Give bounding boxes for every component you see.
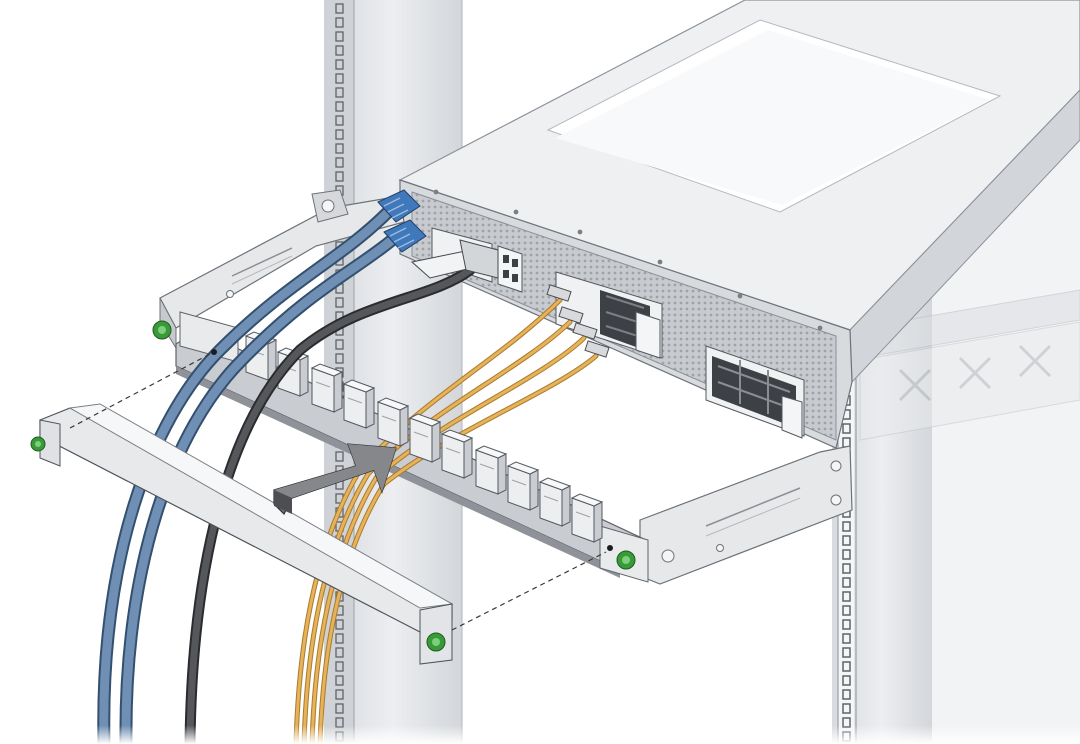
black-cable-connector	[410, 239, 499, 279]
switch-port-group-3	[705, 345, 805, 439]
rack-hole	[335, 297, 344, 308]
rack-hole	[335, 619, 344, 630]
mounting-bracket-left	[159, 189, 405, 350]
cable-clip	[506, 461, 540, 511]
rack-hole	[842, 619, 851, 630]
cable-clip	[310, 363, 344, 413]
rack-hole	[335, 3, 344, 14]
cable-clip	[538, 477, 572, 527]
screw-hole	[211, 349, 217, 355]
captive-screw-icon	[30, 436, 46, 452]
rack-hole	[335, 101, 344, 112]
rack-hole	[842, 549, 851, 560]
screw-hole	[607, 545, 613, 551]
rack-hole	[842, 535, 851, 546]
fiber-connectors	[546, 284, 610, 358]
captive-screw-icon	[616, 550, 636, 570]
rack-hole	[335, 87, 344, 98]
rack-hole	[842, 563, 851, 574]
chassis-screws	[433, 189, 823, 331]
cable-clip	[342, 379, 376, 429]
cable-clip	[474, 445, 508, 495]
blue-cables	[97, 205, 399, 744]
rack-hole	[335, 45, 344, 56]
captive-screw-icon	[152, 320, 172, 340]
cable-clips-front	[376, 397, 604, 543]
cable-clip	[570, 493, 604, 543]
rack-rear-rail	[859, 289, 1080, 441]
rj45-connectors	[377, 189, 427, 253]
rack-hole	[335, 171, 344, 182]
switch-chassis	[398, 0, 1080, 449]
rack-hole	[842, 577, 851, 588]
cable-cover-bar	[39, 403, 454, 665]
cable-clips	[244, 331, 376, 429]
rack-hole	[335, 59, 344, 70]
switch-port-group-2	[555, 271, 663, 359]
cable-clip	[376, 397, 410, 447]
rack-hole	[842, 591, 851, 602]
alignment-guide-lines	[69, 353, 607, 631]
direction-arrow-icon	[273, 443, 397, 516]
rack-hole	[335, 339, 344, 350]
rack-hole	[335, 129, 344, 140]
rack-hole	[335, 353, 344, 364]
mounting-bracket-right	[639, 445, 853, 585]
rack-hole	[842, 605, 851, 616]
rack-hole	[842, 423, 851, 434]
rack-hole	[335, 73, 344, 84]
cable-clip	[408, 413, 442, 463]
black-cable	[184, 264, 476, 744]
rack-hole	[335, 451, 344, 462]
rack-hole	[335, 143, 344, 154]
cables	[97, 189, 610, 744]
rack-hole	[335, 17, 344, 28]
rack-hole	[335, 31, 344, 42]
rack-hole	[335, 157, 344, 168]
rack-hole	[842, 521, 851, 532]
bottom-fade	[0, 640, 1080, 744]
cable-clip	[440, 429, 474, 479]
rack-hole	[335, 115, 344, 126]
